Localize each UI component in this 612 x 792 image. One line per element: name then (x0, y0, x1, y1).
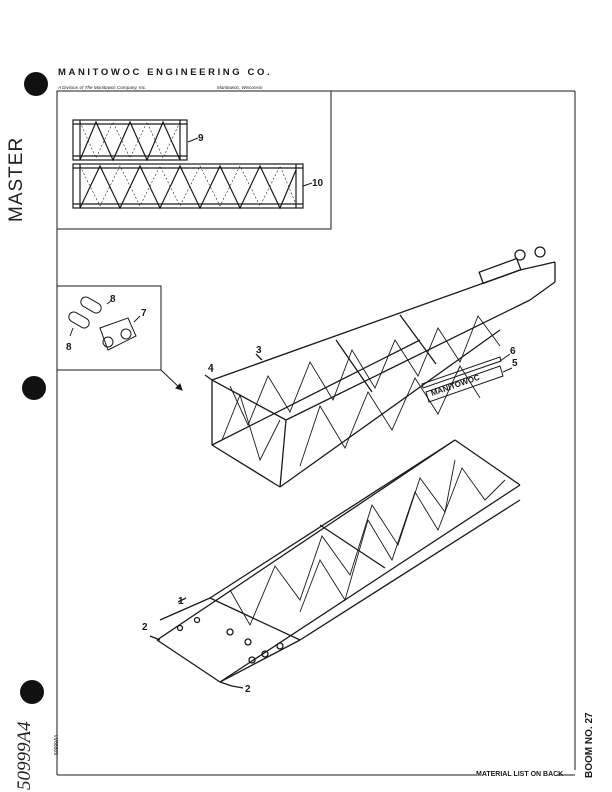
insert-section-10 (72, 163, 304, 210)
callout-8-left: 8 (66, 342, 72, 353)
callout-1: 1 (178, 596, 184, 607)
boom-butt-section (149, 439, 521, 689)
callout-3: 3 (256, 345, 262, 356)
callout-5: 5 (512, 358, 518, 369)
company-name: MANITOWOC ENGINEERING CO. (58, 67, 273, 78)
callout-9: 9 (198, 133, 204, 144)
callout-10: 10 (312, 178, 324, 189)
callout-4: 4 (208, 363, 214, 374)
pin-detail (68, 296, 141, 351)
inset-box-sections (56, 90, 332, 230)
callout-2-bottom: 2 (245, 684, 251, 695)
division-line: A Division of The Manitowoc Company, Inc… (58, 85, 147, 90)
boom-top-section (204, 246, 556, 488)
city-line: Manitowoc, Wisconsin (217, 85, 263, 90)
inset-box-pins (56, 285, 162, 371)
insert-section-9 (72, 119, 188, 162)
punch-hole-top (24, 72, 48, 96)
punch-hole-middle (22, 376, 46, 400)
punch-hole-bottom (20, 680, 44, 704)
callout-7: 7 (141, 308, 147, 319)
callout-2-left: 2 (142, 622, 148, 633)
callout-6: 6 (510, 346, 516, 357)
decal (421, 353, 513, 403)
callout-8-top: 8 (110, 294, 116, 305)
material-list-note: MATERIAL LIST ON BACK (476, 771, 564, 778)
